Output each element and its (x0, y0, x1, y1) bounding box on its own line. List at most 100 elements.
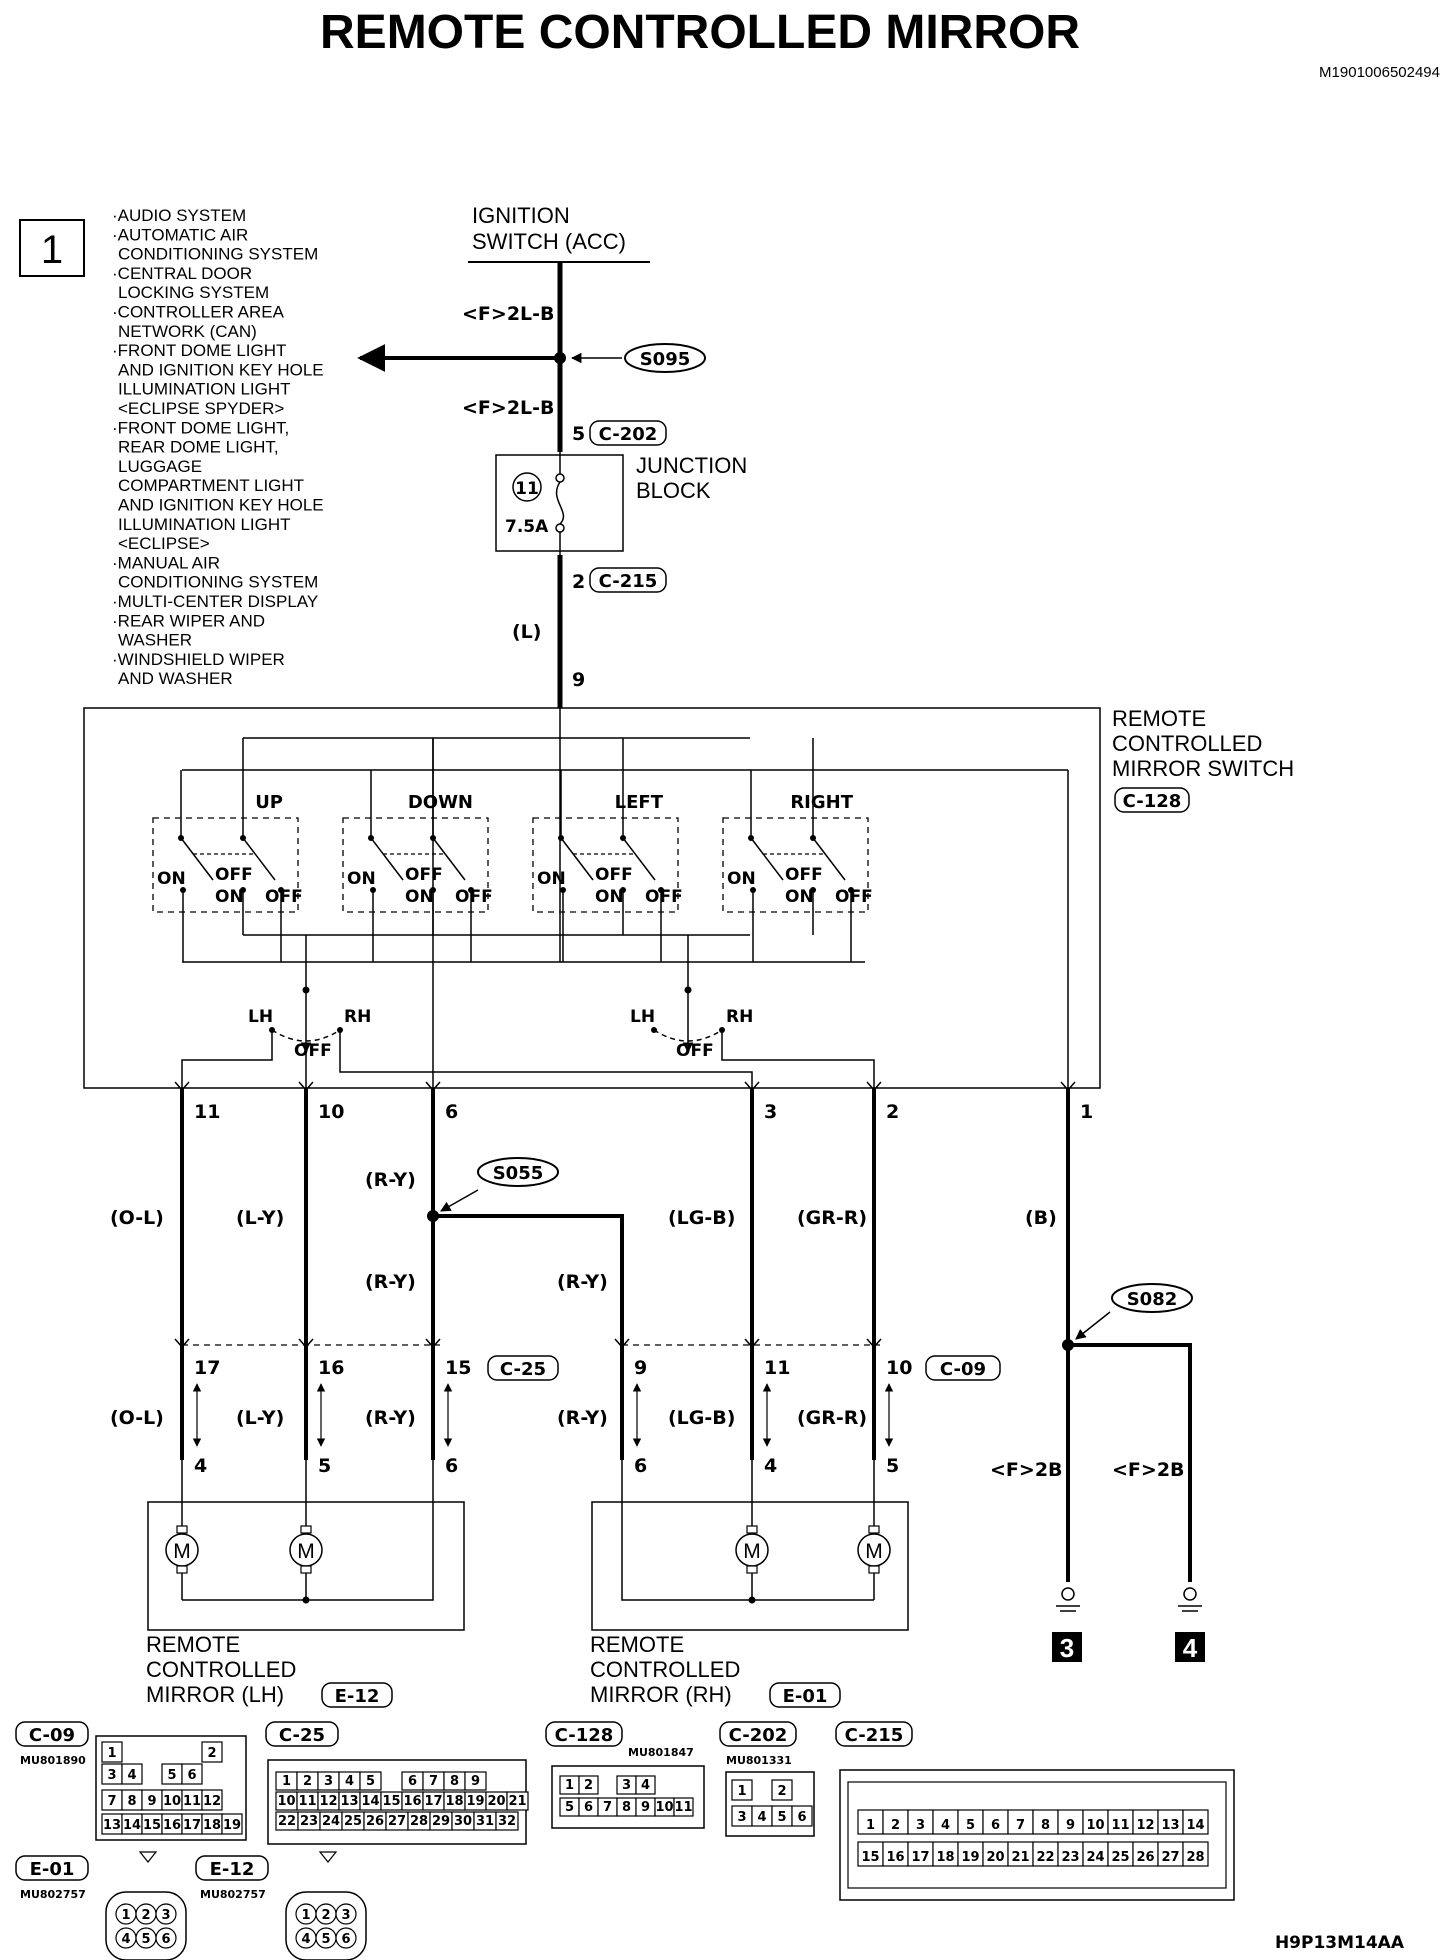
reference-list-item: AND IGNITION KEY HOLE (118, 496, 324, 515)
view-c25-pin: 5 (366, 1774, 375, 1789)
lower-wire-label: (O-L) (110, 1407, 164, 1429)
view-c202-pin: 3 (737, 1810, 746, 1825)
mirror-lh-label-1: REMOTE (146, 1632, 240, 1657)
view-c09-pin: 2 (207, 1746, 216, 1761)
view-e12-pin: 4 (301, 1932, 310, 1947)
view-c128-pin: 3 (622, 1778, 631, 1793)
view-e01-tag: E-01 (30, 1859, 75, 1880)
reference-list-item: <ECLIPSE> (118, 534, 210, 553)
e12-label: E-12 (335, 1686, 380, 1707)
view-e01-pin: 1 (121, 1908, 130, 1923)
lh-output-link (181, 1030, 273, 1088)
view-c25-pin: 21 (508, 1794, 526, 1809)
c09-label: C-09 (940, 1359, 986, 1380)
c09-box (925, 1355, 1001, 1381)
view-c09-pin: 3 (107, 1768, 116, 1783)
view-c128-pin: 8 (622, 1800, 631, 1815)
view-c09-pin: 4 (127, 1768, 136, 1783)
c202-pin: 5 (572, 423, 585, 445)
reference-box (19, 219, 85, 277)
mirror-lh-motor-1: M (165, 1460, 199, 1600)
reference-list-item: AND IGNITION KEY HOLE (118, 360, 324, 379)
view-c128-pin: 6 (584, 1800, 593, 1815)
switch-section-label: UP (255, 792, 283, 813)
mirror-rh-label-2: CONTROLLED (590, 1657, 740, 1682)
view-c09-pin: 10 (163, 1794, 181, 1809)
fuse-terminal-bottom (555, 523, 565, 533)
mirror-lh-pin: 5 (318, 1455, 331, 1477)
view-c215-pin: 27 (1161, 1850, 1179, 1865)
reference-list-item: ILLUMINATION LIGHT (118, 380, 291, 399)
switch-on-label: ON (727, 869, 756, 889)
view-e12-part: MU802757 (200, 1888, 266, 1901)
switch-off-label: OFF (215, 865, 253, 885)
c25-pin: 17 (194, 1357, 220, 1379)
view-c25-pin: 13 (340, 1794, 358, 1809)
view-e01-pin: 5 (141, 1932, 150, 1947)
view-c25-pin: 27 (388, 1814, 406, 1829)
c09-pin: 10 (886, 1357, 912, 1379)
view-c25-pin: 4 (345, 1774, 354, 1789)
ground-symbol-1 (1056, 1587, 1080, 1612)
mirror-switch-box (83, 707, 1101, 1089)
view-c215-pin: 26 (1136, 1850, 1154, 1865)
switch-on-label: ON (347, 869, 376, 889)
view-c202-pin: 6 (797, 1810, 806, 1825)
view-c09-pin: 17 (183, 1818, 201, 1833)
view-c25-pin: 17 (424, 1794, 442, 1809)
view-c215-pin: 24 (1086, 1850, 1104, 1865)
view-c09-pin: 16 (163, 1818, 181, 1833)
switch-section-label: DOWN (408, 792, 473, 813)
view-c09-tag: C-09 (29, 1725, 75, 1746)
reference-list-item: ·CENTRAL DOOR (112, 264, 252, 283)
motor-label: M (743, 1540, 761, 1563)
switch-off-label: OFF (595, 865, 633, 885)
view-c215-pin: 12 (1136, 1818, 1154, 1833)
mirror-lh-motor-2: M (289, 1460, 323, 1600)
mirror-lh-pin: 6 (445, 1455, 458, 1477)
switch-off-label: OFF (645, 887, 683, 907)
mirror-lh-common (182, 1460, 434, 1601)
view-c25-pin: 20 (487, 1794, 505, 1809)
view-c09-pin: 9 (147, 1794, 156, 1809)
selector-lh-rh-2: LH RH OFF (630, 935, 753, 1061)
view-c25-pin: 10 (277, 1794, 295, 1809)
view-c128-pin: 10 (655, 1800, 673, 1815)
view-c09-pin: 11 (183, 1794, 201, 1809)
view-c215-pin: 23 (1061, 1850, 1079, 1865)
view-c09-pin: 1 (107, 1746, 116, 1761)
view-c25-pin: 9 (471, 1774, 480, 1789)
wire-ry-right: (R-Y) (557, 1271, 608, 1293)
view-c09-pin: 18 (203, 1818, 221, 1833)
view-c128-part: MU801847 (628, 1746, 694, 1759)
reference-list-item: ·CONTROLLER AREA (112, 303, 285, 322)
view-c09-pin: 12 (203, 1794, 221, 1809)
view-c09-part: MU801890 (20, 1754, 86, 1767)
reference-list-item: ·REAR WIPER AND (112, 611, 265, 630)
output-wire-label: (B) (1025, 1207, 1057, 1229)
doc-number: M1901006502494 (1319, 64, 1440, 81)
view-c25-pin: 11 (298, 1794, 316, 1809)
mirror-rh-pin: 6 (634, 1455, 647, 1477)
view-c215-pin: 13 (1161, 1818, 1179, 1833)
view-c25-pin: 22 (278, 1814, 296, 1829)
view-c25-pin: 26 (366, 1814, 384, 1829)
c09-pin: 9 (634, 1357, 647, 1379)
view-c25-tag: C-25 (279, 1725, 325, 1746)
reference-list-item: COMPARTMENT LIGHT (118, 476, 304, 495)
c25-box (487, 1355, 559, 1381)
switch-on-label: ON (537, 869, 566, 889)
output-pin: 10 (318, 1101, 344, 1123)
view-c215-pin: 10 (1086, 1818, 1104, 1833)
wire-label-mid: <F>2L-B (462, 397, 555, 419)
switch-on-label: ON (595, 887, 624, 907)
view-c215-pin: 9 (1066, 1818, 1075, 1833)
view-c202-pin: 1 (737, 1784, 746, 1799)
fuse-terminal-top (555, 473, 565, 483)
view-e12-pin: 2 (321, 1908, 330, 1923)
view-c215-pin: 25 (1111, 1850, 1129, 1865)
ground-wire-label-1: <F>2B (990, 1459, 1063, 1481)
